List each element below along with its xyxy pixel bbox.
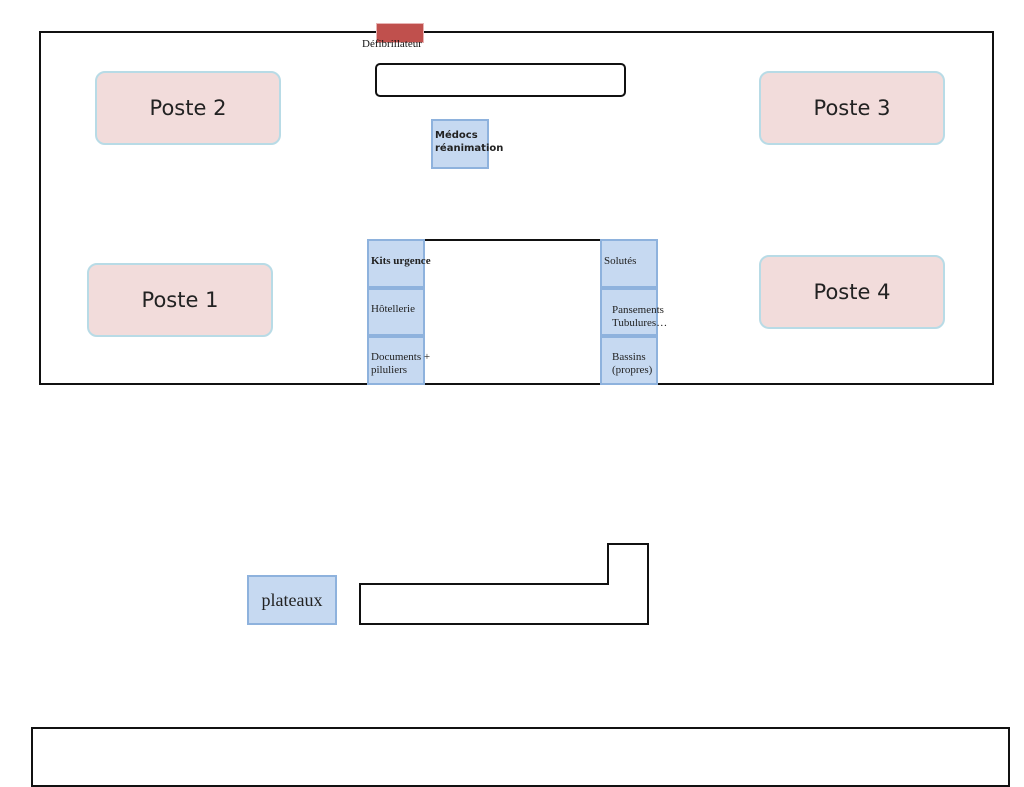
room-outline xyxy=(39,31,994,385)
poste-4: Poste 4 xyxy=(759,255,945,329)
medocs-reanimation-label: Médocs réanimation xyxy=(435,130,504,154)
poste-3-label: Poste 3 xyxy=(813,96,891,120)
documents-piluliers-label: Documents + piluliers xyxy=(371,351,431,376)
poste-3: Poste 3 xyxy=(759,71,945,145)
defibrillator-label: Défibrillateur xyxy=(362,38,422,50)
solutes-label: Solutés xyxy=(604,255,637,267)
poste-1-label: Poste 1 xyxy=(141,288,219,312)
hotellerie-box: Hôtellerie xyxy=(367,288,425,336)
documents-piluliers-box: Documents + piluliers xyxy=(367,336,431,385)
hotellerie-label: Hôtellerie xyxy=(371,303,415,315)
kits-urgence-box: Kits urgence xyxy=(367,239,431,288)
l-shaped-counter xyxy=(359,543,649,625)
medocs-reanimation-box: Médocs réanimation xyxy=(431,119,504,169)
poste-2: Poste 2 xyxy=(95,71,281,145)
pansements-tubulures-label: Pansements Tubulures… xyxy=(612,304,668,329)
poste-4-label: Poste 4 xyxy=(813,280,891,304)
poste-2-label: Poste 2 xyxy=(149,96,227,120)
poste-1: Poste 1 xyxy=(87,263,273,337)
plateaux-label: plateaux xyxy=(261,589,323,610)
bassins-propres-box: Bassins (propres) xyxy=(600,336,658,385)
bassins-propres-label: Bassins (propres) xyxy=(612,351,653,376)
kits-urgence-label: Kits urgence xyxy=(371,255,431,267)
alcove-top-wall xyxy=(424,239,601,241)
pansements-tubulures-box: Pansements Tubulures… xyxy=(600,288,668,336)
plateaux-box: plateaux xyxy=(247,575,337,625)
top-counter xyxy=(375,63,626,97)
solutes-box: Solutés xyxy=(600,239,658,288)
defibrillator-marker xyxy=(376,23,424,43)
bottom-room-outline xyxy=(31,727,1010,787)
